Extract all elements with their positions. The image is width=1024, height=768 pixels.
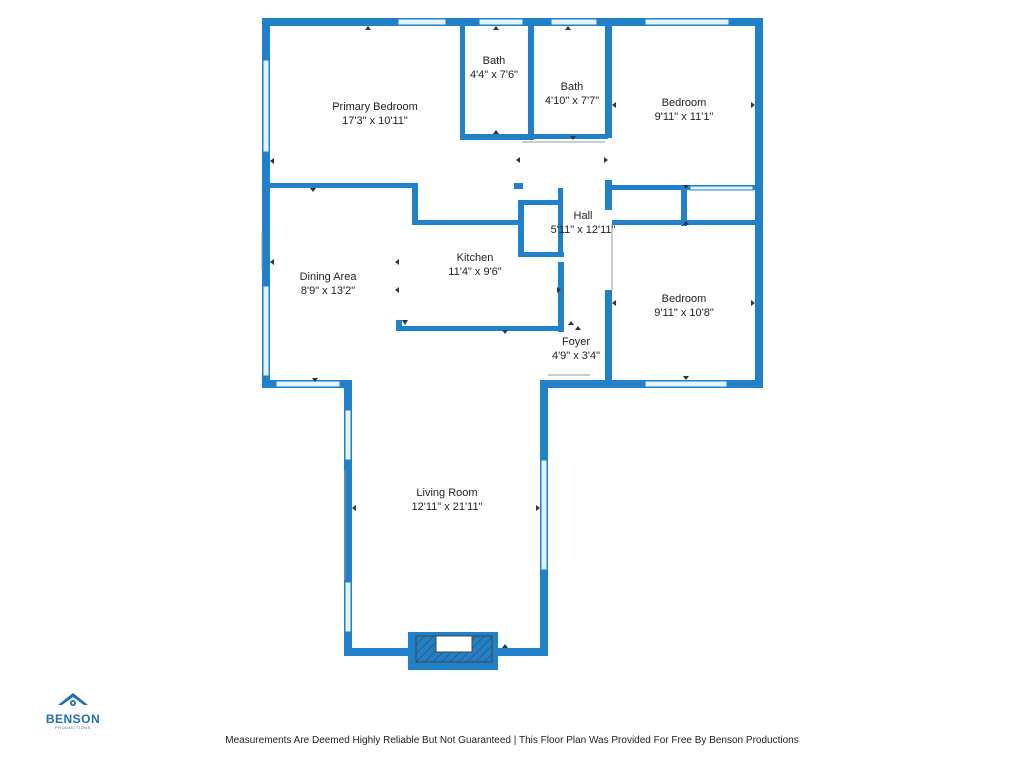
dimension-markers: [270, 26, 755, 648]
living-room-dims: 12'11" x 21'11": [412, 501, 483, 513]
room-labels: Primary Bedroom 17'3" x 10'11" Bath 4'4"…: [300, 55, 714, 513]
hall-name: Hall: [574, 210, 593, 222]
bath-1-dims: 4'4" x 7'6": [470, 69, 518, 81]
bedroom-2-dims: 9'11" x 10'8": [654, 307, 714, 319]
house-logo-icon: [58, 693, 88, 706]
footer-disclaimer: Measurements Are Deemed Highly Reliable …: [225, 735, 799, 746]
foyer-name: Foyer: [562, 336, 590, 348]
dining-area-name: Dining Area: [300, 271, 358, 283]
bath-2-name: Bath: [561, 81, 584, 93]
bedroom-1-dims: 9'11" x 11'1": [655, 111, 714, 123]
bath-2-dims: 4'10" x 7'7": [545, 95, 599, 107]
kitchen-name: Kitchen: [457, 252, 494, 264]
bath-1-name: Bath: [483, 55, 506, 67]
primary-bedroom-dims: 17'3" x 10'11": [342, 115, 408, 127]
company-logo: BENSON PRODUCTIONS: [38, 692, 108, 731]
living-room-name: Living Room: [416, 487, 477, 499]
bedroom-2-name: Bedroom: [662, 293, 707, 305]
logo-name: BENSON: [45, 712, 101, 726]
logo-subtitle: PRODUCTIONS: [54, 725, 92, 730]
door-openings: [261, 141, 613, 580]
dining-area-dims: 8'9" x 13'2": [301, 285, 355, 297]
hall-dims: 5'11" x 12'11": [551, 224, 616, 236]
primary-bedroom-name: Primary Bedroom: [332, 101, 418, 113]
kitchen-dims: 11'4" x 9'6": [448, 266, 501, 278]
windows: [262, 18, 754, 633]
bedroom-1-name: Bedroom: [662, 97, 707, 109]
foyer-dims: 4'9" x 3'4": [552, 350, 600, 362]
fireplace: [415, 635, 493, 663]
